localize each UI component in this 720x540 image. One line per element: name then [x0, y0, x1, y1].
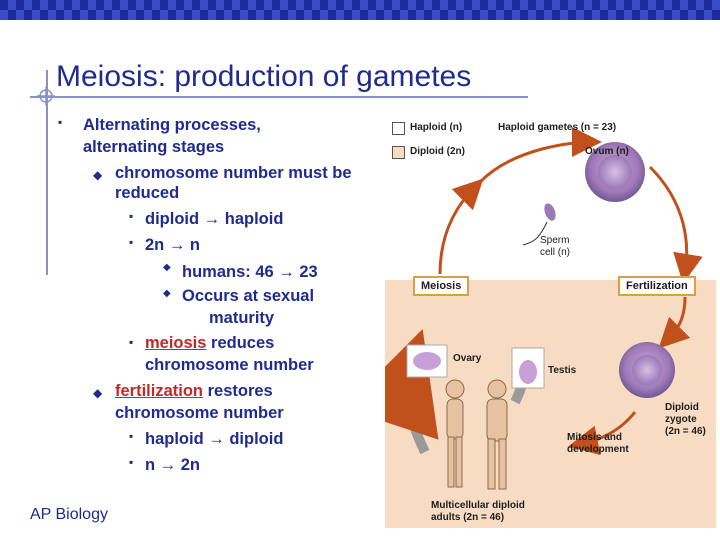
- footer-label: AP Biology: [30, 506, 108, 523]
- gray-arrow-left: [385, 329, 439, 455]
- square-bullet-icon: ▪: [129, 235, 134, 249]
- bullet-chromosome-number: chromosome number must be: [115, 164, 352, 182]
- cycle-arrow-right-bottom: [658, 296, 691, 349]
- bullet-sexual-maturity: Occurs at sexual: [182, 287, 315, 305]
- adults-label-1: Multicellular diploid: [431, 500, 525, 511]
- legend-haploid-label: Haploid (n): [410, 122, 463, 133]
- meiosis-stage-label: Meiosis: [413, 276, 470, 296]
- meiosis-link[interactable]: meiosis: [145, 334, 207, 352]
- legend-diploid-label: Diploid (2n): [410, 146, 465, 157]
- bullet-n-2n: n → 2n: [145, 456, 201, 474]
- cycle-arrow-left: [438, 178, 484, 275]
- square-bullet-icon: ▪: [129, 455, 134, 469]
- crosshair-icon: [37, 87, 55, 105]
- square-bullet-icon: ▪: [129, 209, 134, 223]
- zygote-label-3: (2n = 46): [665, 426, 706, 437]
- sperm-cell: [544, 203, 556, 221]
- male-adult: [486, 379, 508, 490]
- bullet-fertilization-restores: fertilization restores: [115, 380, 273, 402]
- cycle-arrow-top: [478, 127, 602, 184]
- life-cycle-diagram: [385, 127, 703, 490]
- decorative-vertical-line: [46, 70, 48, 275]
- zygote-label-2: zygote: [665, 414, 697, 425]
- diamond-bullet-icon: ◆: [93, 168, 103, 182]
- ovum-label: Ovum (n): [585, 146, 629, 157]
- testis-label: Testis: [548, 365, 577, 376]
- diamond-bullet-icon: ◆: [163, 288, 171, 299]
- life-cycle-figure: Haploid (n) Diploid (2n) Haploid gametes…: [385, 112, 716, 528]
- bullet-fertilization-cont: chromosome number: [115, 404, 284, 422]
- meiosis-text: reduces: [206, 334, 275, 352]
- bullet-alternating-cont: alternating stages: [83, 138, 225, 156]
- haploid-gametes-label: Haploid gametes (n = 23): [498, 122, 617, 133]
- legend-haploid-swatch: [392, 122, 405, 135]
- bullet-diploid-haploid: diploid → haploid: [145, 210, 284, 228]
- top-decorative-bar: [0, 0, 720, 20]
- adults-label-2: adults (2n = 46): [431, 512, 505, 523]
- mitosis-label-2: development: [567, 444, 629, 455]
- sperm-label: Sperm: [540, 235, 570, 246]
- title-underline: [30, 96, 528, 98]
- diamond-bullet-icon: ◆: [93, 386, 103, 400]
- fertilization-stage-label: Fertilization: [618, 276, 696, 296]
- female-adult: [445, 379, 465, 488]
- bullet-humans: humans: 46 → 23: [182, 263, 318, 281]
- bullet-haploid-diploid: haploid → diploid: [145, 430, 284, 448]
- fertilization-text: restores: [203, 382, 273, 400]
- cycle-arrow-bottom: [568, 411, 637, 456]
- sperm-label-cont: cell (n): [540, 247, 571, 258]
- mitosis-label-1: Mitosis and: [567, 432, 623, 443]
- zygote-label-1: Diploid: [665, 402, 699, 413]
- slide-title: Meiosis: production of gametes: [56, 60, 472, 93]
- bullet-2n-n: 2n → n: [145, 236, 201, 254]
- bullet-meiosis-cont: chromosome number: [145, 356, 314, 374]
- bullet-alternating: Alternating processes,: [83, 116, 261, 134]
- bullet-meiosis-reduces: meiosis reduces: [145, 332, 274, 354]
- bullet-sexual-maturity-cont: maturity: [209, 309, 275, 327]
- square-bullet-icon: ▪: [58, 115, 63, 129]
- ovary-label: Ovary: [453, 353, 482, 364]
- legend-diploid-swatch: [392, 146, 405, 159]
- diamond-bullet-icon: ◆: [163, 262, 171, 273]
- square-bullet-icon: ▪: [129, 335, 134, 349]
- square-bullet-icon: ▪: [129, 429, 134, 443]
- bullet-chromosome-number-cont: reduced: [115, 184, 180, 202]
- fertilization-link[interactable]: fertilization: [115, 382, 204, 400]
- cycle-arrow-right-top: [648, 165, 703, 284]
